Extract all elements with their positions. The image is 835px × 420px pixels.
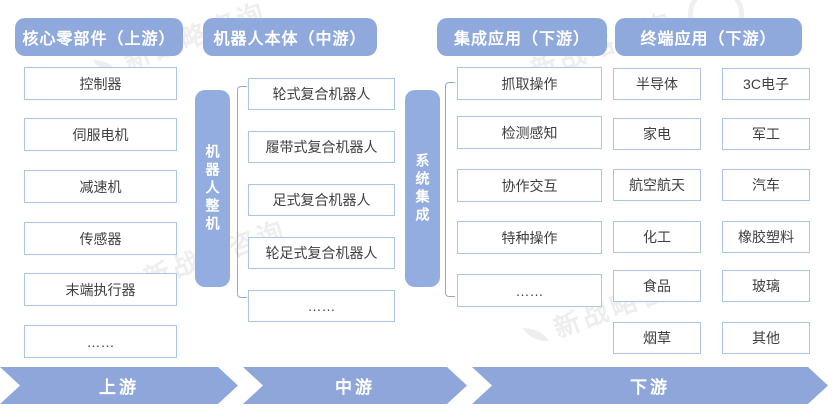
bracket-connector-left — [237, 86, 247, 298]
side-bar-robot-complete-machine: 机器人整机 — [195, 90, 230, 287]
end-app-item: 玻璃 — [722, 270, 810, 302]
end-app-item: 橡胶塑料 — [722, 221, 810, 253]
end-app-item: 烟草 — [613, 322, 701, 354]
header-downstream-integrated-apps: 集成应用（下游） — [437, 18, 607, 56]
component-item: 传感器 — [24, 222, 177, 255]
application-item: 抓取操作 — [457, 67, 602, 100]
end-app-item: 军工 — [722, 118, 810, 150]
component-item: 末端执行器 — [24, 273, 177, 306]
header-upstream-components: 核心零部件（上游） — [15, 18, 183, 56]
header-downstream-end-apps: 终端应用（下游） — [615, 18, 802, 56]
side-bar-system-integration: 系统集成 — [405, 90, 440, 287]
component-item: 控制器 — [24, 67, 177, 100]
application-item-ellipsis: …… — [457, 274, 602, 307]
end-app-item: 食品 — [613, 270, 701, 302]
application-item: 检测感知 — [457, 116, 602, 149]
component-item: 减速机 — [24, 170, 177, 203]
robot-type-item-ellipsis: …… — [248, 290, 395, 322]
end-app-item: 汽车 — [722, 169, 810, 201]
end-app-item: 化工 — [613, 221, 701, 253]
application-item: 特种操作 — [457, 221, 602, 254]
component-item-ellipsis: …… — [24, 325, 177, 358]
application-item: 协作交互 — [457, 169, 602, 202]
end-app-item: 航空航天 — [613, 169, 701, 201]
robot-type-item: 足式复合机器人 — [248, 184, 395, 216]
robot-type-item: 轮式复合机器人 — [248, 78, 395, 110]
flow-arrow-midstream: 中游 — [243, 367, 467, 404]
end-app-item: 家电 — [613, 118, 701, 150]
end-app-item: 其他 — [722, 322, 810, 354]
flow-arrow-downstream: 下游 — [472, 367, 828, 404]
component-item: 伺服电机 — [24, 118, 177, 151]
flow-arrow-upstream: 上游 — [0, 367, 238, 404]
watermark-swoosh-icon — [522, 327, 549, 341]
header-midstream-robot-body: 机器人本体（中游） — [203, 18, 377, 56]
robot-type-item: 履带式复合机器人 — [248, 131, 395, 163]
end-app-item: 3C电子 — [722, 68, 810, 100]
end-app-item: 半导体 — [613, 68, 701, 100]
robot-type-item: 轮足式复合机器人 — [248, 237, 395, 269]
bracket-connector-right — [445, 82, 455, 297]
